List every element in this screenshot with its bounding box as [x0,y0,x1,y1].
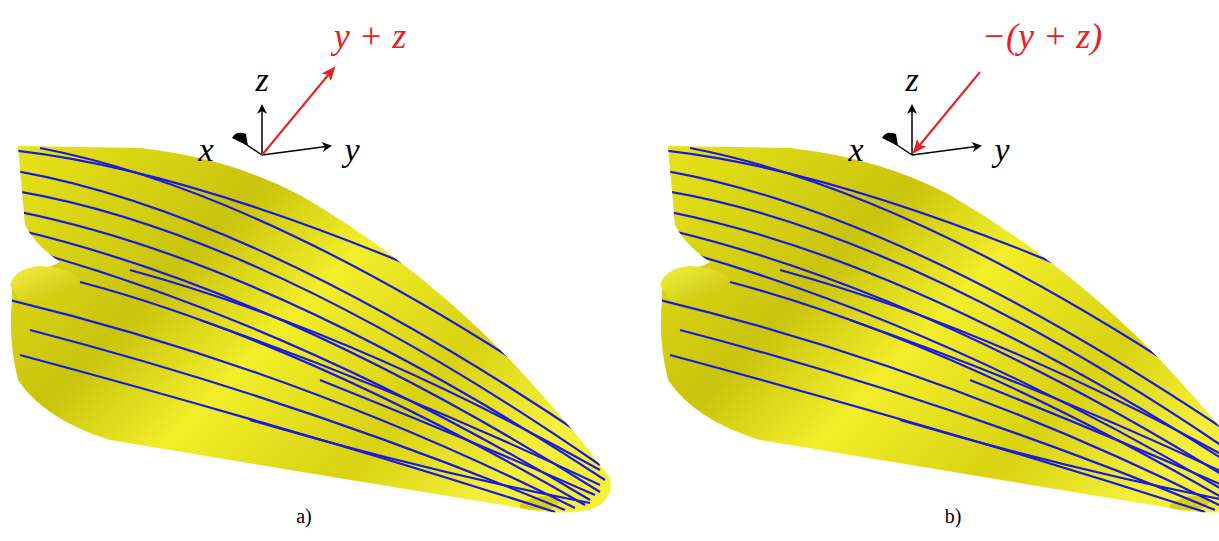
axis-label: x [848,133,863,167]
vector-label: −(y + z) [982,18,1103,54]
axis-label: y [994,133,1009,167]
axes-triad-a [232,68,334,155]
panel-label: b) [945,506,962,526]
panel-label: a) [296,506,312,526]
axis-label: z [905,63,918,97]
hull-b [660,146,1219,513]
axis-label: x [198,133,213,167]
axes-triad-b [882,72,980,155]
hull-a [10,146,611,513]
axis-label: y [344,133,359,167]
axis-label: z [255,63,268,97]
vector-label: y + z [334,18,406,54]
